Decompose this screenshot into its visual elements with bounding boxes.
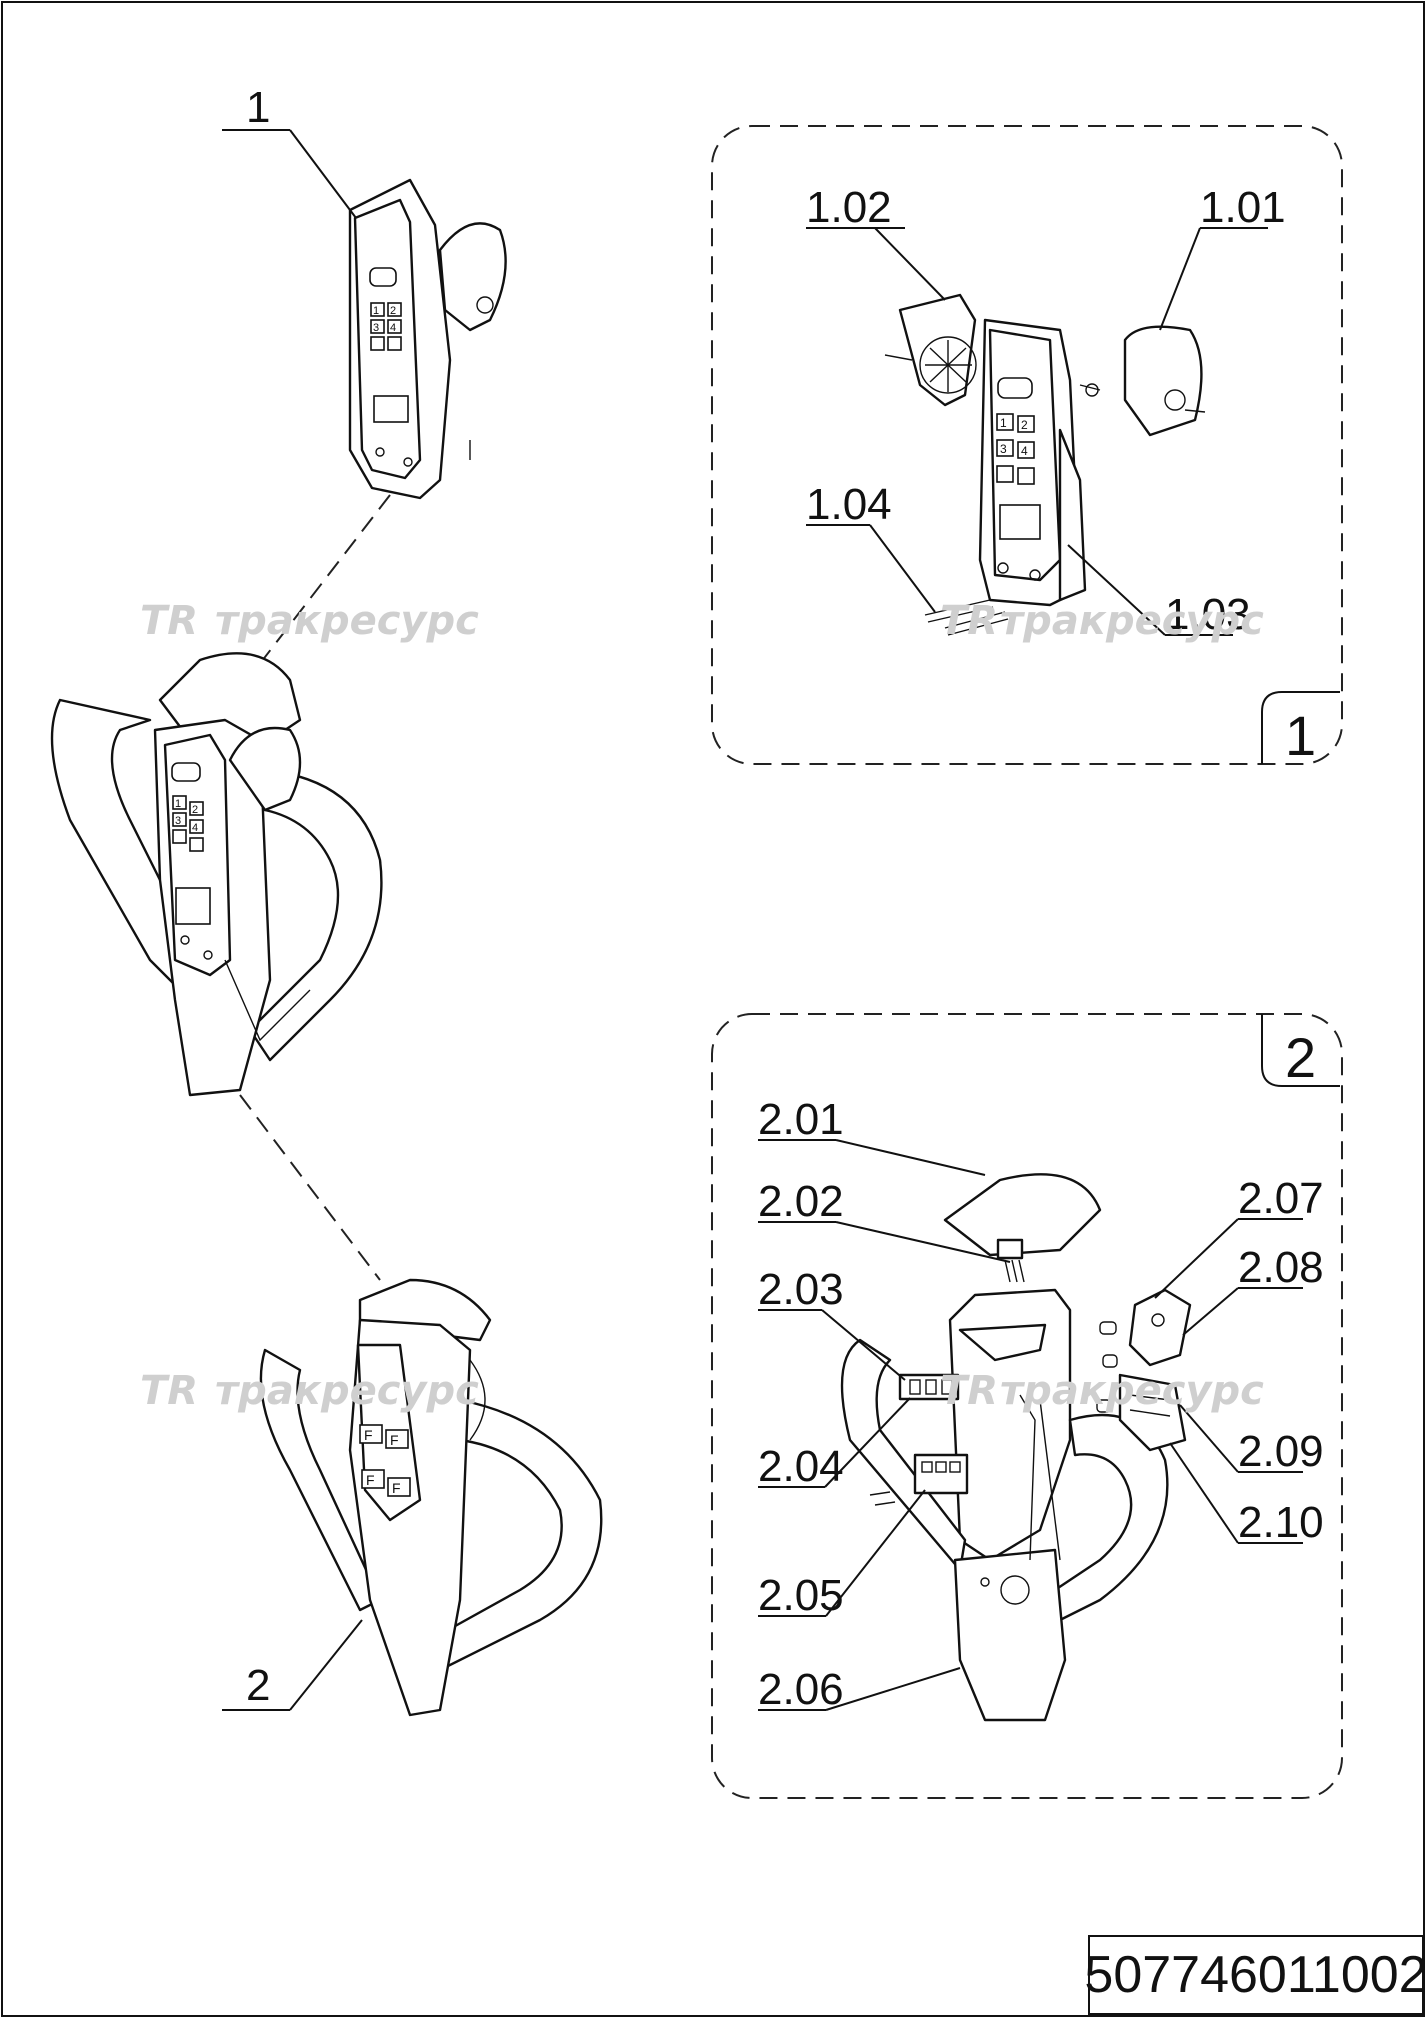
callout-2.02: 2.02: [758, 1177, 844, 1226]
callout-2: 2: [246, 1661, 270, 1710]
callout-1.03: 1.03: [1165, 590, 1251, 639]
svg-text:4: 4: [390, 322, 396, 334]
watermark: TR тракресурс TR тракресурс TR тракресур…: [140, 598, 1264, 1414]
assembled-tiller-handle: 1 2 3 4: [50, 652, 383, 1097]
part-1.04-screws: [924, 599, 1009, 636]
svg-text:TR: TR: [940, 1368, 998, 1414]
svg-text:тракресурс: тракресурс: [215, 1368, 479, 1414]
exploded-keypad-housing: 1 2 3 4: [978, 318, 1087, 607]
svg-text:4: 4: [1021, 444, 1028, 458]
callout-1.02: 1.02: [806, 183, 892, 232]
part-1.02-left-bracket: [884, 293, 977, 407]
detail-tag-2: 2: [1285, 1026, 1316, 1089]
assembly-1-keypad-housing: 1 2 3 4: [348, 178, 507, 500]
svg-text:TR: TR: [140, 1368, 198, 1414]
part-1.01-right-bracket: [1079, 325, 1206, 437]
part-2.03-connector: [898, 1373, 960, 1401]
callout-1.01: 1.01: [1200, 183, 1286, 232]
svg-text:F: F: [390, 1432, 399, 1448]
detail-frame-2: [711, 1013, 1343, 1799]
callout-2.03: 2.03: [758, 1265, 844, 1314]
svg-text:тракресурс: тракресурс: [215, 598, 479, 644]
svg-text:F: F: [364, 1427, 373, 1443]
svg-text:3: 3: [373, 322, 379, 334]
callout-2.08: 2.08: [1238, 1243, 1324, 1292]
callout-2.09: 2.09: [1238, 1427, 1324, 1476]
part-2.05-connector: [869, 1453, 969, 1506]
part-number-box: 507746011002: [1084, 1935, 1426, 2015]
svg-text:1: 1: [373, 305, 379, 317]
svg-text:2: 2: [1021, 418, 1028, 432]
svg-text:F: F: [392, 1480, 401, 1496]
svg-text:1: 1: [1000, 416, 1007, 430]
part-2.07-switch-cover: [1099, 1288, 1192, 1367]
svg-text:3: 3: [1000, 442, 1007, 456]
part-2.09-switch-block: [1118, 1373, 1187, 1452]
svg-text:тракресурс: тракресурс: [1000, 598, 1264, 644]
callout-2.07: 2.07: [1238, 1174, 1324, 1223]
callout-2.10: 2.10: [1238, 1498, 1324, 1547]
callout-1.04: 1.04: [806, 480, 892, 529]
svg-text:тракресурс: тракресурс: [1000, 1368, 1264, 1414]
svg-text:2: 2: [390, 305, 396, 317]
svg-text:F: F: [366, 1472, 375, 1488]
callout-2.01: 2.01: [758, 1095, 844, 1144]
callout-2.04: 2.04: [758, 1442, 844, 1491]
svg-text:4: 4: [192, 822, 198, 834]
detail-tag-1: 1: [1285, 704, 1316, 767]
assembly-2-switch-handle: F F F F: [259, 1278, 603, 1717]
svg-text:2: 2: [192, 804, 198, 816]
exploded-switch-handle: [840, 1173, 1169, 1722]
svg-text:TR: TR: [940, 598, 998, 644]
svg-text:3: 3: [175, 815, 181, 827]
part-2.08-springs: [1096, 1354, 1118, 1413]
svg-text:1: 1: [175, 798, 181, 810]
part-number: 507746011002: [1084, 1946, 1426, 2004]
svg-text:TR: TR: [140, 598, 198, 644]
callout-2.06: 2.06: [758, 1665, 844, 1714]
callout-2.05: 2.05: [758, 1571, 844, 1620]
callout-1: 1: [246, 83, 270, 132]
